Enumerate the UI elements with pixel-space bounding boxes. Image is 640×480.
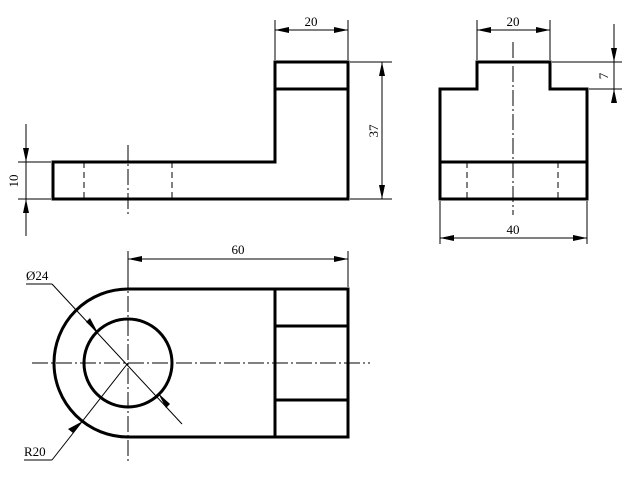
end-radius-label: R20 — [24, 444, 46, 459]
side-step-height-label: 7 — [596, 72, 611, 79]
top-length-label: 60 — [232, 242, 245, 257]
side-view: 20 7 40 — [438, 14, 622, 244]
side-total-width-dimension: 40 — [439, 201, 588, 244]
front-height-label: 37 — [366, 124, 381, 138]
side-total-width-label: 40 — [507, 222, 520, 237]
hole-diameter-label: Ø24 — [26, 268, 49, 283]
front-top-width-label: 20 — [305, 14, 318, 29]
front-view: 20 37 10 — [6, 14, 392, 236]
side-step-height-dimension: 7 — [552, 24, 622, 103]
side-view-outline — [438, 60, 589, 201]
hole-diameter-dimension: Ø24 — [26, 268, 183, 425]
front-base-thickness-label: 10 — [6, 175, 21, 188]
top-view-outline — [52, 287, 350, 439]
front-height-dimension: 37 — [350, 61, 392, 200]
front-base-thickness-dimension: 10 — [6, 124, 51, 236]
front-view-outline — [51, 60, 350, 201]
top-view: 60 Ø24 R20 — [24, 242, 370, 462]
side-top-width-dimension: 20 — [476, 14, 551, 60]
side-top-width-label: 20 — [507, 14, 520, 29]
top-length-dimension: 60 — [127, 242, 349, 287]
front-top-width-dimension: 20 — [274, 14, 349, 60]
end-radius-dimension: R20 — [24, 362, 129, 461]
